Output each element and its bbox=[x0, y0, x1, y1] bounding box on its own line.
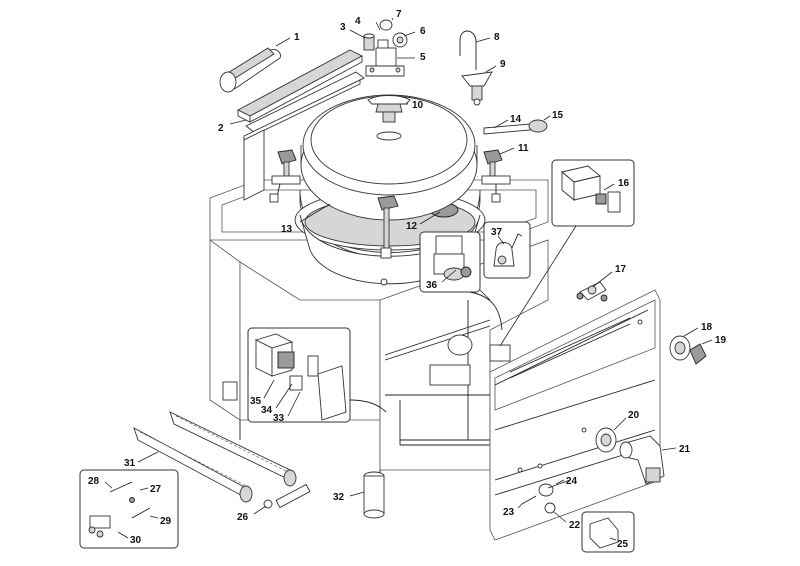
callout-35: 35 bbox=[250, 396, 262, 407]
inset-25 bbox=[581, 511, 635, 553]
part-7-cap bbox=[379, 19, 393, 31]
callout-29: 29 bbox=[160, 516, 172, 527]
cabinet-body bbox=[209, 179, 549, 480]
pressure-lid bbox=[300, 94, 478, 221]
callout-33: 33 bbox=[273, 413, 285, 424]
callout-14: 14 bbox=[510, 114, 522, 125]
callout-1: 1 bbox=[294, 32, 300, 43]
callout-20: 20 bbox=[628, 410, 640, 421]
part-20-ring bbox=[595, 427, 617, 453]
inset-36-37 bbox=[419, 221, 531, 331]
inset-33-35 bbox=[247, 327, 387, 423]
part-31-burner bbox=[133, 411, 297, 503]
callout-23: 23 bbox=[503, 507, 515, 518]
callout-labels: 1 2 3 4 5 6 7 8 9 10 11 12 13 14 15 16 1… bbox=[88, 9, 727, 550]
callout-25: 25 bbox=[617, 539, 629, 550]
part-3-fitting bbox=[363, 33, 375, 51]
part-18-bezel bbox=[669, 335, 691, 361]
lid-clamp-right bbox=[481, 149, 511, 203]
leader-lines bbox=[104, 17, 713, 541]
callout-4: 4 bbox=[355, 16, 361, 27]
part-24-fitting bbox=[538, 479, 571, 497]
callout-12: 12 bbox=[406, 221, 418, 232]
callout-27: 27 bbox=[150, 484, 162, 495]
callout-32: 32 bbox=[333, 492, 345, 503]
callout-6: 6 bbox=[420, 26, 426, 37]
front-door-panel bbox=[489, 289, 661, 541]
callout-21: 21 bbox=[679, 444, 691, 455]
callout-9: 9 bbox=[500, 59, 506, 70]
callout-5: 5 bbox=[420, 52, 426, 63]
part-2-strip-cover bbox=[237, 49, 365, 201]
callout-16: 16 bbox=[618, 178, 630, 189]
callout-13: 13 bbox=[281, 224, 293, 235]
callout-3: 3 bbox=[340, 22, 346, 33]
callout-17: 17 bbox=[615, 264, 627, 275]
callout-11: 11 bbox=[518, 143, 529, 154]
part-23-pin bbox=[521, 495, 537, 505]
callout-31: 31 bbox=[124, 458, 136, 469]
callout-7: 7 bbox=[396, 9, 402, 20]
callout-26: 26 bbox=[237, 512, 249, 523]
part-17-igniter bbox=[576, 281, 608, 302]
callout-18: 18 bbox=[701, 322, 713, 333]
part-14-probe bbox=[483, 123, 531, 135]
callout-24: 24 bbox=[566, 476, 578, 487]
callout-28: 28 bbox=[88, 476, 100, 487]
callout-8: 8 bbox=[494, 32, 500, 43]
inset-16 bbox=[499, 159, 635, 347]
part-9-tripod-valve bbox=[461, 71, 493, 106]
inset-27-30 bbox=[79, 469, 179, 549]
lid-clamp-left bbox=[269, 149, 301, 203]
lid-clamp-front bbox=[377, 195, 399, 259]
callout-19: 19 bbox=[715, 335, 727, 346]
part-15-probe-head bbox=[528, 119, 548, 133]
callout-34: 34 bbox=[261, 405, 273, 416]
part-32-filter bbox=[363, 471, 385, 519]
part-19-knob bbox=[689, 343, 707, 365]
part-26-nozzles bbox=[263, 483, 311, 509]
callout-22: 22 bbox=[569, 520, 581, 531]
callout-10: 10 bbox=[412, 100, 424, 111]
part-1-handle bbox=[219, 47, 281, 93]
callout-37: 37 bbox=[491, 227, 503, 238]
callout-15: 15 bbox=[552, 110, 564, 121]
part-21-drain-valve bbox=[619, 435, 665, 485]
part-8-pipe bbox=[459, 30, 477, 70]
callout-36: 36 bbox=[426, 280, 438, 291]
callout-30: 30 bbox=[130, 535, 142, 546]
part-5-valve-body bbox=[365, 47, 405, 77]
callout-2: 2 bbox=[218, 123, 224, 134]
part-22-nut bbox=[544, 502, 556, 514]
part-6-gauge bbox=[392, 32, 408, 48]
